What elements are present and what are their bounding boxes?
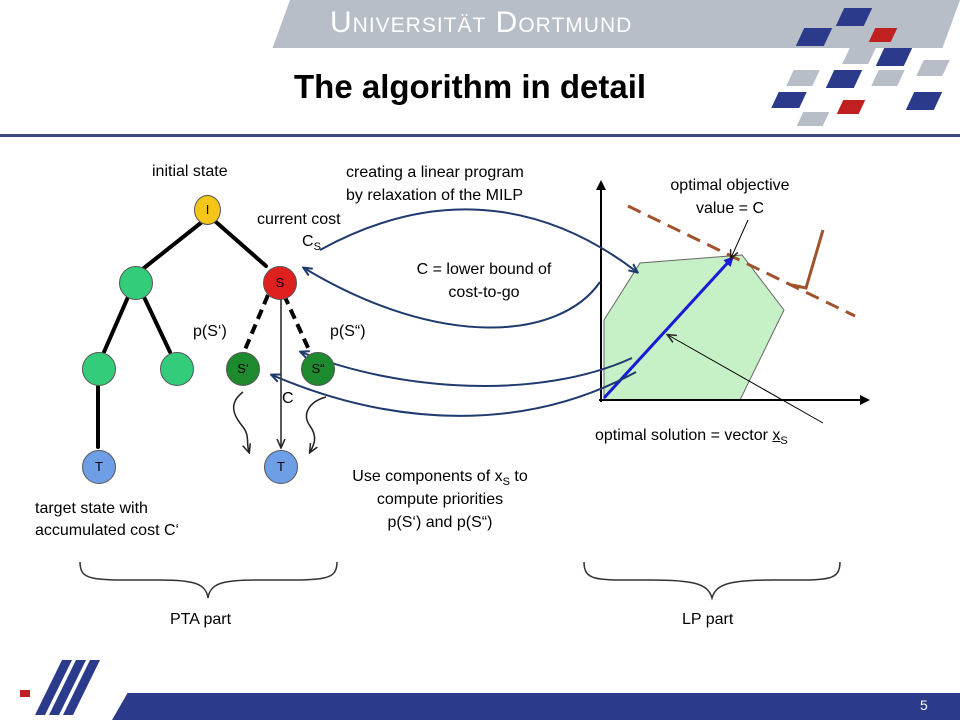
solution-pointer — [668, 335, 824, 424]
solution-vector-symbol: x — [772, 427, 781, 444]
solution-vector — [602, 255, 735, 400]
objective-pointer — [731, 219, 749, 258]
objective-line — [627, 204, 856, 318]
brace-lp — [583, 561, 841, 601]
use-text-b: to — [509, 468, 528, 485]
label-compute-priorities: compute priorities — [376, 491, 504, 508]
label-current-cost-symbol: CS — [302, 232, 321, 257]
label-current-cost: current cost — [257, 211, 341, 228]
node-target-left: T — [82, 450, 116, 484]
page-title: The algorithm in detail — [294, 68, 647, 105]
label-initial-state: initial state — [152, 163, 228, 180]
node-left-grandchild-2 — [160, 352, 194, 386]
arrow-priority-1 — [301, 352, 633, 387]
node-target-right: T — [264, 450, 298, 484]
footer-band — [112, 693, 960, 720]
footer-logo — [20, 660, 100, 715]
use-subscript: S — [502, 476, 510, 489]
university-name: Universität Dortmund — [330, 6, 633, 39]
label-lower-bound-2: cost-to-go — [448, 284, 520, 301]
page-number: 5 — [920, 697, 928, 713]
cost-subscript: S — [313, 241, 321, 254]
label-objective-1: optimal objective — [670, 177, 790, 194]
label-p-s-prime: p(S‘) — [193, 323, 227, 340]
label-c: C — [282, 390, 294, 407]
solution-text: optimal solution = vector — [595, 427, 773, 444]
label-pta-part: PTA part — [170, 611, 232, 628]
solution-subscript: S — [780, 435, 788, 448]
dashed-edges — [242, 294, 312, 353]
label-relaxation-2: by relaxation of the MILP — [346, 187, 523, 204]
node-current: S — [263, 266, 297, 300]
node-initial: I — [194, 195, 221, 225]
label-relaxation-1: creating a linear program — [346, 164, 524, 181]
cost-symbol: C — [302, 233, 314, 250]
node-left-child — [119, 266, 153, 300]
label-target-2: accumulated cost C‘ — [35, 522, 180, 539]
squiggle-right — [305, 396, 327, 452]
node-s-prime: S‘ — [226, 352, 260, 386]
label-priorities: p(S‘) and p(S“) — [387, 514, 493, 531]
arrow-lower-bound — [304, 268, 601, 329]
title-divider — [0, 134, 960, 137]
brace-pta — [79, 561, 338, 599]
feasible-region — [603, 254, 785, 401]
tree-edges — [96, 220, 268, 449]
label-objective-2: value = C — [695, 200, 765, 217]
label-p-s-double-prime: p(S“) — [330, 323, 366, 340]
label-optimal-solution: optimal solution = vector xS — [595, 426, 788, 451]
arrow-priority-2 — [272, 371, 637, 417]
label-use-components: Use components of xS to — [310, 467, 570, 492]
use-text-a: Use components of x — [352, 468, 503, 485]
node-s-double-prime: S“ — [301, 352, 335, 386]
objective-direction — [791, 229, 825, 290]
label-lp-part: LP part — [682, 611, 734, 628]
arrow-relaxation — [319, 208, 637, 272]
label-target-1: target state with — [35, 500, 148, 517]
squiggle-left — [232, 391, 249, 452]
label-lower-bound-1: C = lower bound of — [416, 261, 552, 278]
node-left-grandchild-1 — [82, 352, 116, 386]
